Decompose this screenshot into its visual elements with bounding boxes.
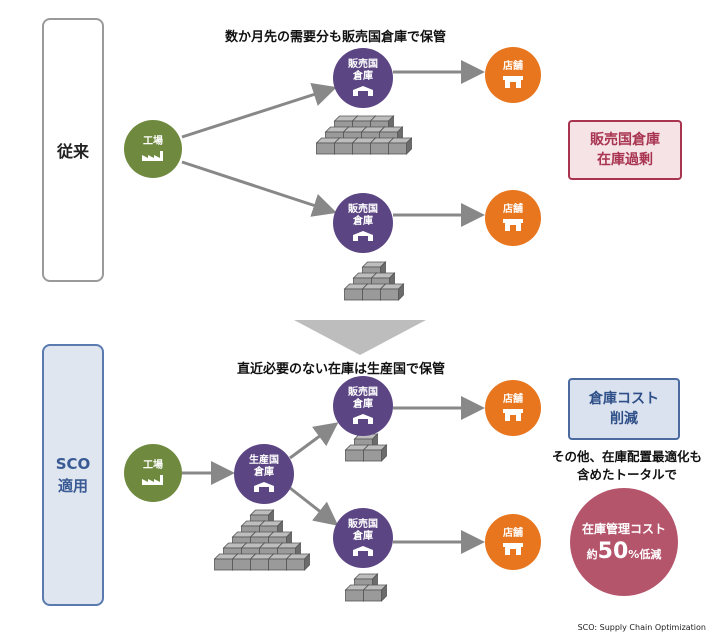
sales-warehouse-node-4: 販売国 倉庫: [333, 508, 393, 568]
store-node-4: 店舗: [485, 514, 541, 570]
storefront-icon: [503, 409, 523, 421]
inventory-boxes-icon: [326, 258, 422, 310]
excess-inventory-tag: 販売国倉庫 在庫過剰: [568, 120, 682, 180]
warehouse-icon: [353, 86, 373, 96]
storefront-icon: [503, 76, 523, 88]
row-label-traditional: 従来: [42, 18, 104, 282]
inventory-box: [362, 288, 381, 301]
warehouse-icon: [353, 546, 373, 556]
inventory-box: [363, 589, 382, 602]
inventory-box: [345, 449, 364, 462]
inventory-box: [316, 142, 335, 155]
inventory-box: [363, 449, 382, 462]
inventory-box: [286, 558, 305, 571]
inventory-boxes-icon: [316, 112, 412, 184]
result-value: 約50%低減: [586, 539, 662, 564]
inventory-box: [380, 288, 399, 301]
inventory-boxes-icon: [336, 430, 396, 470]
inventory-box: [352, 142, 371, 155]
store-node-1: 店舗: [485, 47, 541, 103]
cost-reduction-tag: 倉庫コスト 削減: [568, 378, 680, 440]
footer-note: SCO: Supply Chain Optimization: [577, 623, 706, 632]
warehouse-icon: [254, 482, 274, 492]
sales-warehouse-node-1: 販売国 倉庫: [333, 48, 393, 108]
inventory-boxes-icon: [214, 506, 310, 584]
sales-warehouse-node-3: 販売国 倉庫: [333, 376, 393, 436]
arrow-factory-to-sales-warehouse-2: [181, 160, 337, 217]
inventory-box: [370, 142, 389, 155]
inventory-box: [345, 589, 364, 602]
production-warehouse-node: 生産国 倉庫: [234, 444, 294, 504]
cost-reduction-result: 在庫管理コスト 約50%低減: [570, 488, 678, 596]
traditional-heading: 数か月先の需要分も販売国倉庫で保管: [225, 30, 447, 45]
warehouse-icon: [353, 414, 373, 424]
factory-node: 工場: [124, 120, 182, 178]
arrow-production-to-sales-warehouse-2: [289, 486, 339, 526]
inventory-box: [232, 558, 251, 571]
down-arrow-icon: [294, 320, 426, 355]
sco-heading: 直近必要のない在庫は生産国で保管: [237, 362, 446, 377]
factory-icon: [142, 151, 163, 161]
inventory-box: [388, 142, 407, 155]
inventory-box: [250, 558, 269, 571]
inventory-boxes-icon: [336, 570, 396, 610]
store-node-3: 店舗: [485, 380, 541, 436]
arrow-factory-to-sales-warehouse-1: [181, 83, 337, 139]
row-label-sco: SCO 適用: [42, 344, 104, 606]
arrow-production-to-sales-warehouse-1: [289, 422, 339, 460]
storefront-icon: [503, 543, 523, 555]
inventory-box: [334, 142, 353, 155]
factory-node-sco: 工場: [124, 444, 182, 502]
store-node-2: 店舗: [485, 190, 541, 246]
sales-warehouse-node-2: 販売国 倉庫: [333, 193, 393, 253]
inventory-box: [214, 558, 233, 571]
warehouse-icon: [353, 231, 373, 241]
total-optimization-note: その他、在庫配置最適化も 含めたトータルで: [551, 449, 702, 482]
inventory-box: [268, 558, 287, 571]
factory-icon: [142, 475, 163, 485]
inventory-box: [344, 288, 363, 301]
storefront-icon: [503, 219, 523, 231]
result-line1: 在庫管理コスト: [581, 522, 666, 536]
